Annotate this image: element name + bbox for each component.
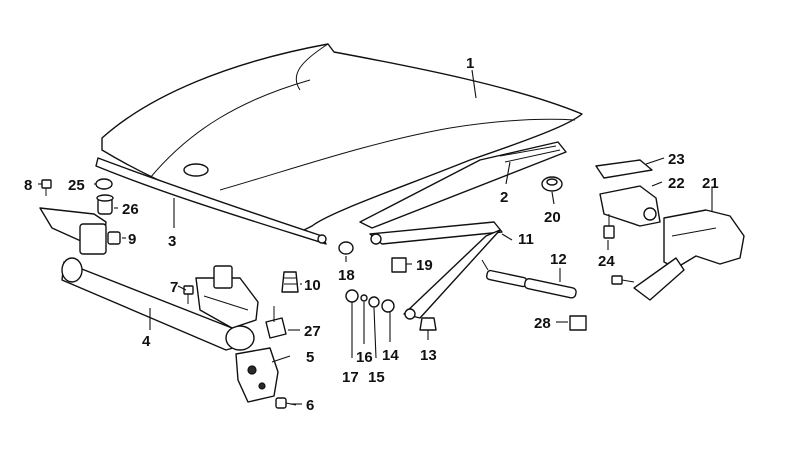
callout-13: 13 — [420, 347, 437, 364]
grommet-26 — [96, 194, 114, 215]
callout-7: 7 — [170, 279, 178, 296]
bolt-7 — [183, 285, 194, 304]
callout-1: 1 — [466, 55, 474, 72]
clip-28 — [569, 315, 587, 331]
callout-26: 26 — [122, 201, 139, 218]
callout-23: 23 — [668, 151, 685, 168]
hood-inner-frame — [359, 141, 567, 229]
callout-27: 27 — [304, 323, 321, 340]
plate-23 — [595, 159, 653, 179]
leader-lines — [38, 69, 713, 405]
bolt-24 — [603, 214, 635, 285]
callout-2: 2 — [500, 189, 508, 206]
grommet-20 — [541, 176, 563, 192]
callout-3: 3 — [168, 233, 176, 250]
callout-4: 4 — [142, 333, 151, 350]
bracket-22 — [599, 185, 661, 227]
clip-19 — [391, 257, 407, 273]
callout-11: 11 — [518, 231, 534, 248]
buffer-27 — [265, 306, 287, 339]
support-stay — [369, 221, 503, 320]
callout-20: 20 — [544, 209, 561, 226]
callout-15: 15 — [368, 369, 385, 386]
callout-8: 8 — [24, 177, 32, 194]
callout-5: 5 — [306, 349, 314, 366]
nut-17 — [345, 289, 359, 303]
clip-9 — [107, 231, 121, 245]
hood-latch — [235, 347, 279, 403]
callout-labels: 1 2 3 4 5 6 7 8 9 10 11 12 13 14 15 16 1… — [24, 55, 719, 414]
clip-13 — [419, 317, 437, 331]
callout-17: 17 — [342, 369, 359, 386]
callout-28: 28 — [534, 315, 551, 332]
spring-10 — [281, 271, 299, 293]
hood-seal-strip — [95, 157, 327, 245]
callout-12: 12 — [550, 251, 567, 268]
torsion-bar-assembly — [39, 207, 259, 351]
screw-6 — [275, 397, 297, 409]
callout-21: 21 — [702, 175, 719, 192]
cap-25 — [95, 178, 113, 190]
callout-16: 16 — [356, 349, 373, 366]
washer-16 — [360, 294, 368, 302]
callout-18: 18 — [338, 267, 355, 284]
bolt-8 — [41, 179, 52, 196]
callout-10: 10 — [304, 277, 321, 294]
callout-19: 19 — [416, 257, 433, 274]
callout-14: 14 — [382, 347, 399, 364]
washer-15 — [368, 296, 380, 308]
hinge-21 — [633, 209, 745, 301]
callout-25: 25 — [68, 177, 85, 194]
nut-14 — [381, 299, 395, 313]
callout-6: 6 — [306, 397, 314, 414]
bushing-18 — [338, 241, 354, 255]
gas-strut — [481, 259, 577, 299]
callout-9: 9 — [128, 231, 136, 248]
callout-22: 22 — [668, 175, 685, 192]
callout-24: 24 — [598, 253, 615, 270]
